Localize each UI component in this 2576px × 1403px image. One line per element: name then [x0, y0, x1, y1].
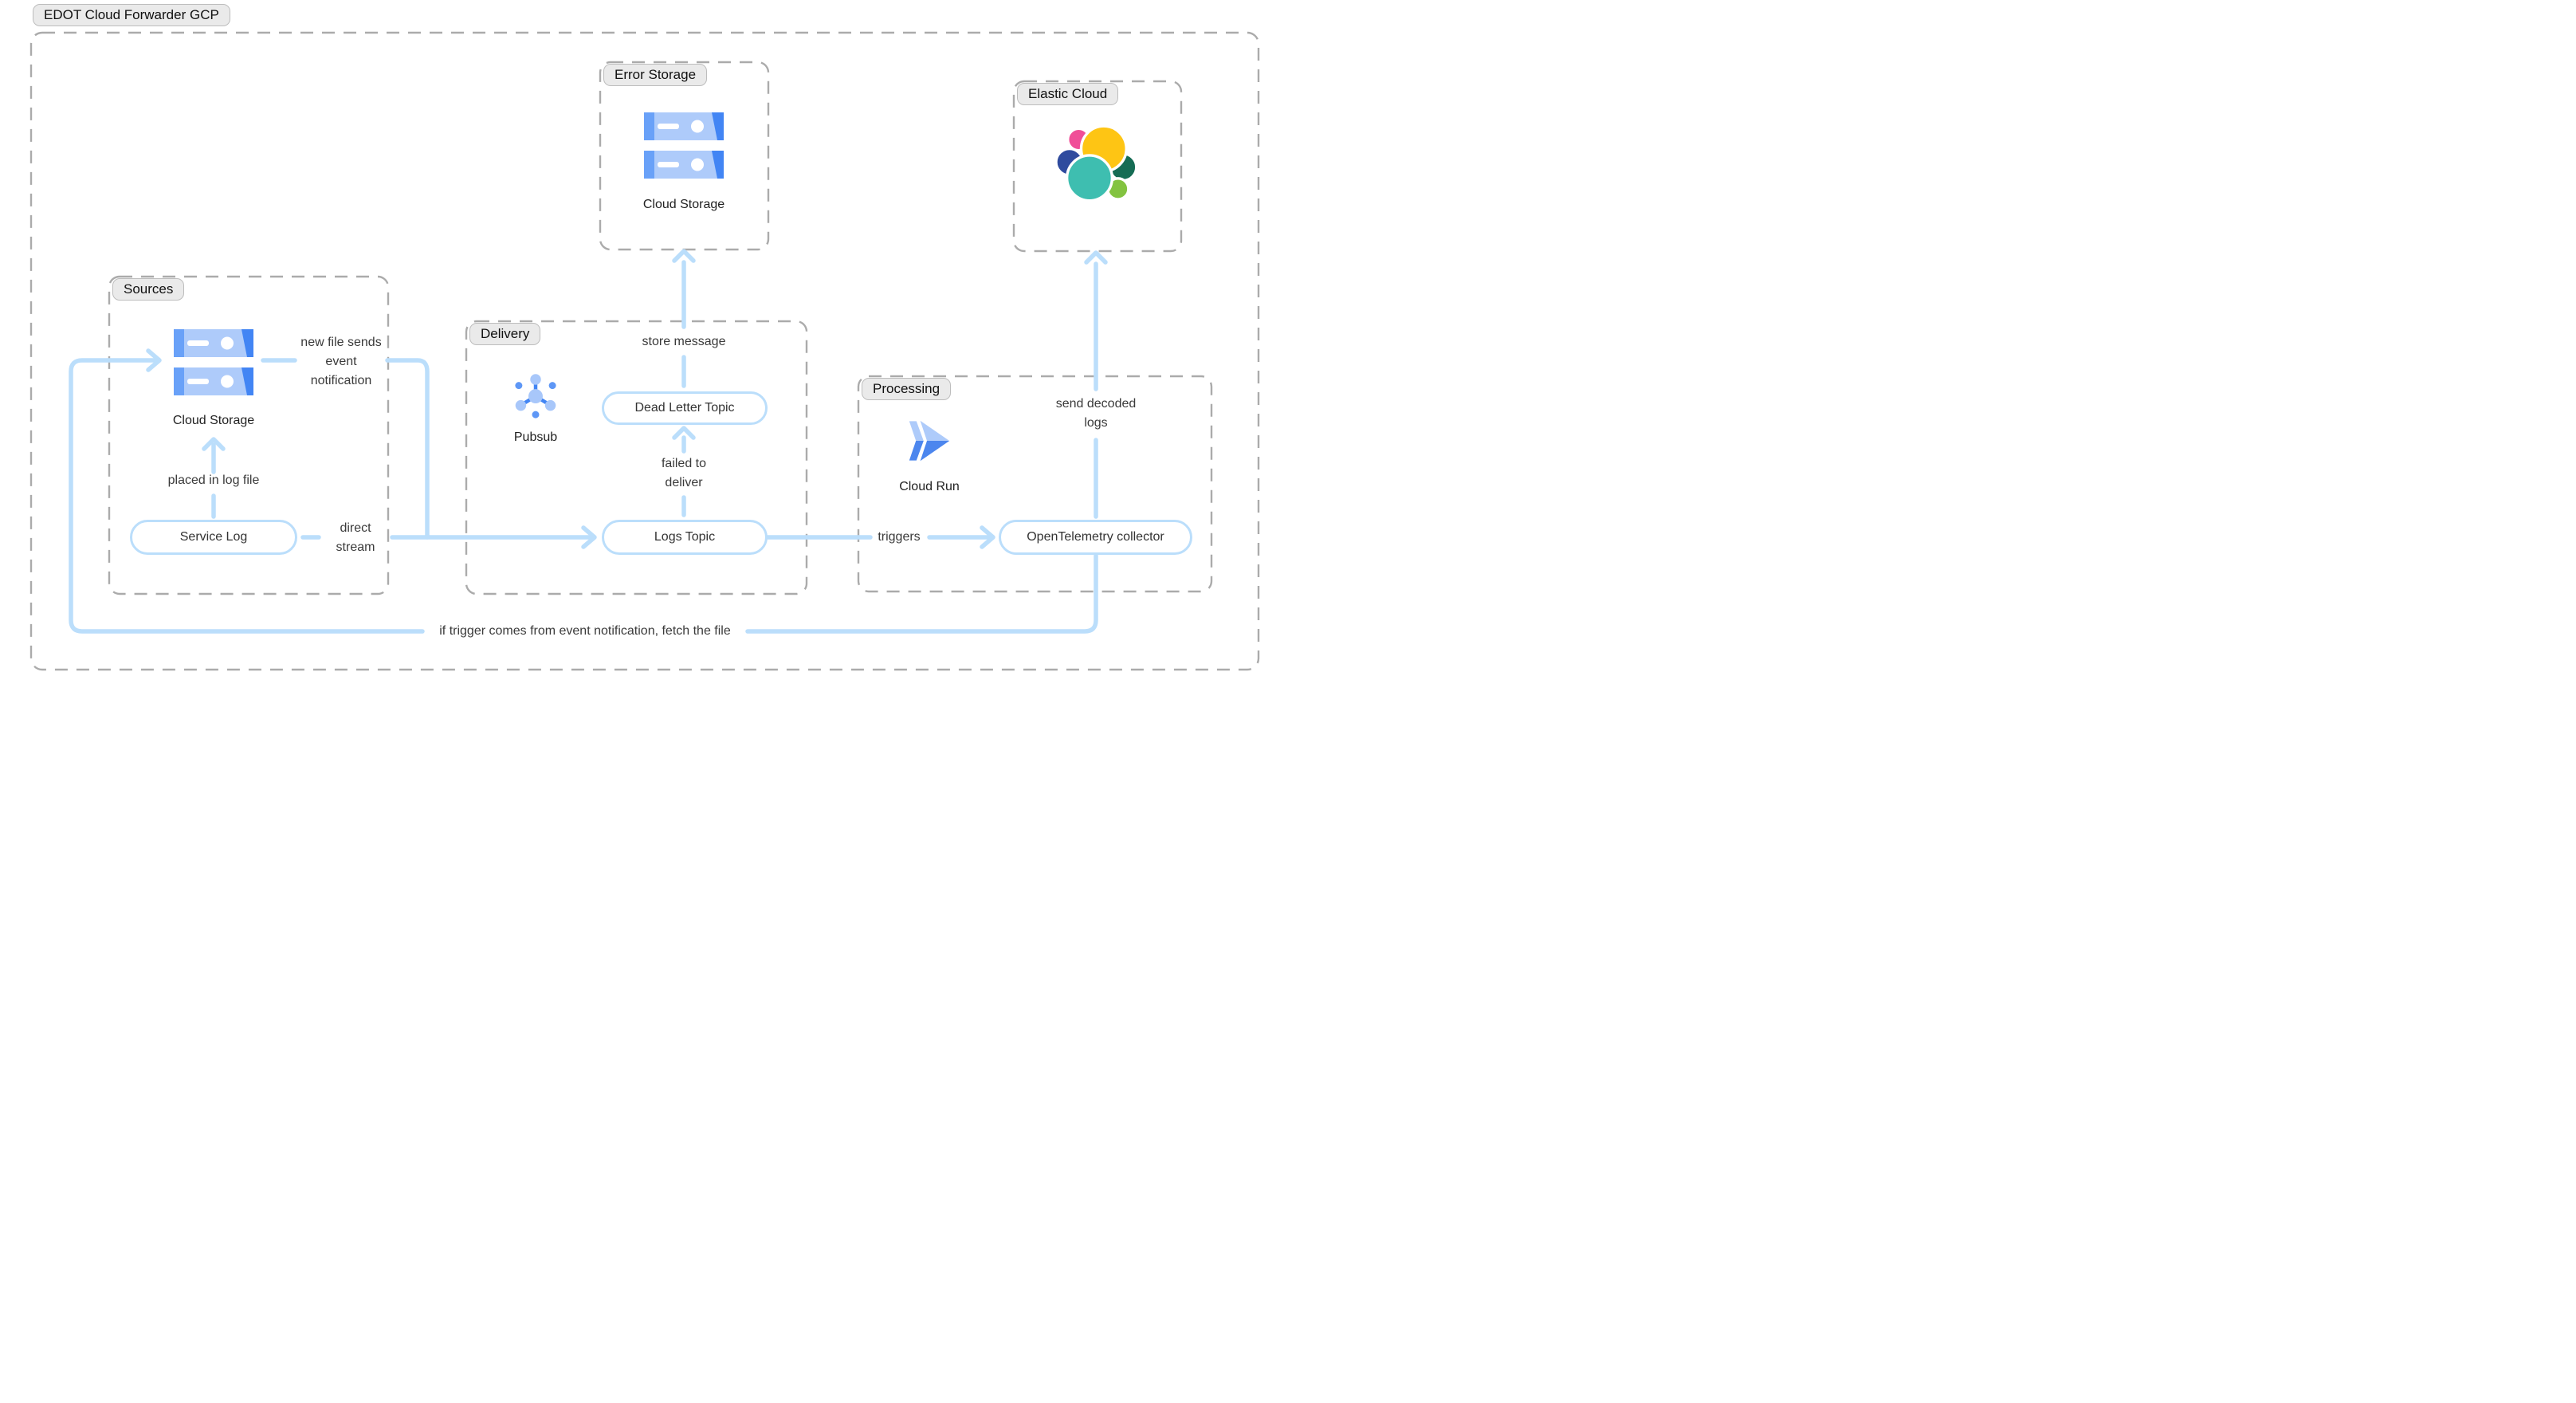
elastic-cloud-group-box — [1012, 80, 1183, 253]
edge-label-send-decoded-logs: send decoded logs — [1055, 397, 1137, 430]
edge-label-new-file-notification: new file sends event notification — [300, 336, 382, 387]
edge-label-store-message: store message — [642, 335, 726, 348]
group-label-delivery: Delivery — [469, 323, 541, 345]
arrowhead-into-elastic — [1084, 250, 1108, 265]
caption-sources-cloud-storage: Cloud Storage — [172, 414, 255, 427]
node-logs-topic-label: Logs Topic — [654, 530, 716, 544]
outer-group-box — [29, 31, 1260, 671]
node-otel-collector: OpenTelemetry collector — [999, 520, 1192, 555]
caption-pubsub: Pubsub — [513, 430, 558, 444]
sources-group-box — [108, 275, 390, 595]
diagram-title: EDOT Cloud Forwarder GCP — [33, 4, 230, 26]
edge-return-right — [745, 553, 1098, 634]
edge-label-triggers: triggers — [878, 530, 921, 544]
caption-error-cloud-storage: Cloud Storage — [642, 198, 725, 211]
edge-label-placed-in-log-file: placed in log file — [167, 474, 260, 487]
elastic-logo-icon — [1054, 123, 1140, 206]
node-dead-letter-topic-label: Dead Letter Topic — [634, 401, 735, 415]
node-service-log-label: Service Log — [179, 530, 248, 544]
cloud-run-icon — [905, 415, 953, 466]
arrowhead-placed — [202, 437, 226, 451]
caption-cloud-run: Cloud Run — [899, 480, 960, 493]
cloud-storage-icon — [174, 329, 253, 395]
cloud-storage-icon — [644, 112, 724, 179]
node-otel-collector-label: OpenTelemetry collector — [1027, 530, 1164, 544]
delivery-group-box — [465, 320, 808, 595]
connector-layer — [29, 31, 1260, 671]
node-service-log: Service Log — [130, 520, 297, 555]
pubsub-icon — [510, 371, 561, 424]
node-logs-topic: Logs Topic — [602, 520, 768, 555]
edge-event-notification-right — [385, 358, 430, 540]
diagram-canvas: EDOT Cloud Forwarder GCP Error Storage E… — [0, 0, 1288, 702]
group-label-sources: Sources — [112, 278, 185, 301]
arrowhead-failed — [672, 426, 696, 440]
node-dead-letter-topic: Dead Letter Topic — [602, 391, 768, 425]
group-label-elastic-cloud: Elastic Cloud — [1017, 83, 1119, 105]
arrowhead-into-otel — [980, 525, 995, 549]
arrowhead-into-cloud-storage — [146, 348, 162, 372]
group-label-error-storage: Error Storage — [603, 64, 708, 86]
edge-label-failed-to-deliver: failed to deliver — [661, 457, 707, 489]
group-label-processing: Processing — [862, 378, 952, 400]
arrowhead-into-logs-topic — [581, 525, 597, 549]
edge-return-left — [69, 358, 425, 634]
arrowhead-store — [672, 249, 696, 263]
edge-label-fetch-file: if trigger comes from event notification… — [439, 624, 731, 638]
edge-label-direct-stream: direct stream — [336, 521, 375, 554]
